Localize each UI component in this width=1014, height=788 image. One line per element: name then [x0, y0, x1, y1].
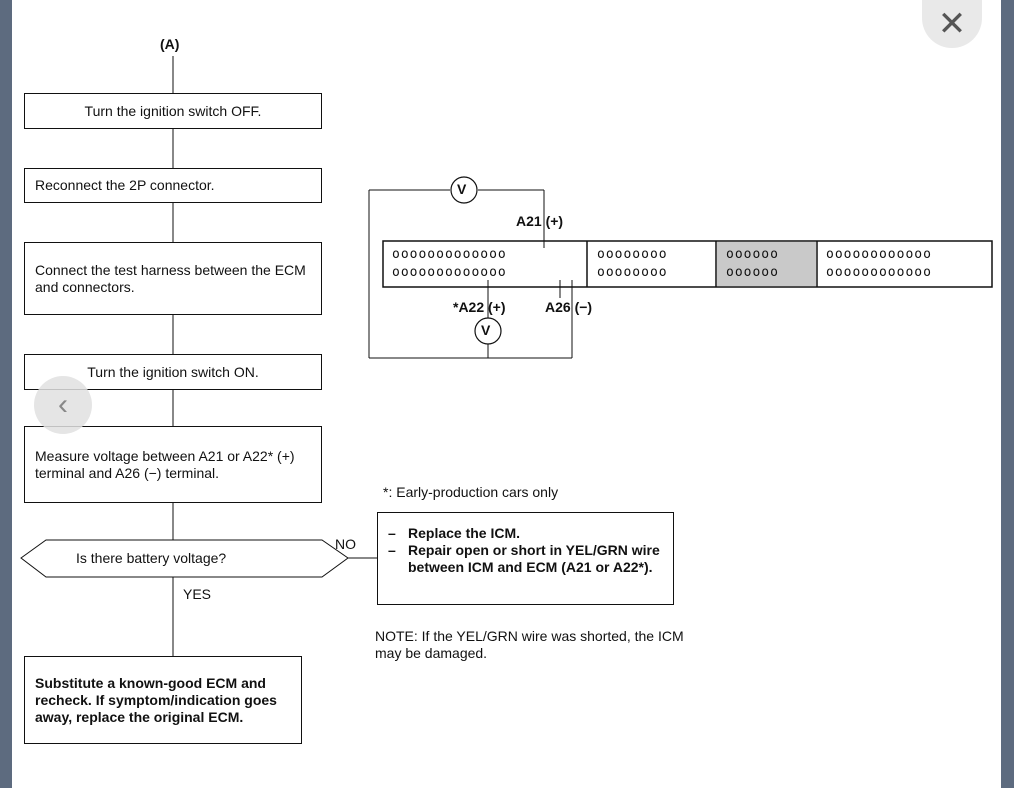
start-label: (A): [160, 36, 180, 52]
no-action-item: –Repair open or short in YEL/GRN wire be…: [388, 542, 660, 575]
label-a21: A21 (+): [516, 213, 564, 229]
close-button[interactable]: ✕: [922, 0, 982, 48]
yes-label: YES: [183, 586, 212, 602]
step-test-harness-text: Connect the test harness between the ECM…: [35, 261, 306, 295]
note-text: NOTE: If the YEL/GRN wire was shorted, t…: [375, 628, 684, 661]
label-a22: *A22 (+): [453, 299, 506, 315]
yes-action-box: Substitute a known-good ECM and recheck.…: [24, 656, 302, 744]
voltmeter-icon: [474, 317, 502, 345]
connector-block-1-row1: ooooooooooooo: [392, 247, 507, 262]
close-icon: ✕: [937, 5, 967, 43]
step-measure-voltage: Measure voltage between A21 or A22* (+) …: [24, 426, 322, 503]
step-ignition-off-text: Turn the ignition switch OFF.: [84, 102, 262, 119]
connector-block-2-row1: oooooooo: [597, 247, 668, 262]
voltmeter-symbol-bottom: V: [481, 322, 491, 338]
decision-text: Is there battery voltage?: [76, 550, 227, 566]
yes-action-text: Substitute a known-good ECM and recheck.…: [35, 674, 277, 725]
ecm-connector: [382, 240, 993, 288]
previous-button[interactable]: ‹: [34, 376, 92, 434]
no-action-box: –Replace the ICM. –Repair open or short …: [377, 512, 674, 605]
step-measure-voltage-text: Measure voltage between A21 or A22* (+) …: [35, 447, 295, 481]
viewer-frame-right: [1001, 0, 1014, 788]
connector-block-2-row2: oooooooo: [597, 265, 668, 280]
voltmeter-icon: [450, 176, 478, 204]
step-reconnect-text: Reconnect the 2P connector.: [35, 177, 215, 193]
connector-block-3-row2: oooooo: [726, 265, 779, 280]
connector-block-1-row2: ooooooooooooo: [392, 265, 507, 280]
footnote: *: Early-production cars only: [383, 484, 559, 500]
voltmeter-symbol-top: V: [457, 181, 467, 197]
chevron-left-icon: ‹: [58, 388, 68, 421]
connector-block-4-row2: oooooooooooo: [826, 265, 932, 280]
connector-shaded-block: [717, 242, 816, 286]
connector-block-3-row1: oooooo: [726, 247, 779, 262]
step-reconnect: Reconnect the 2P connector.: [24, 168, 322, 203]
viewer-frame-left: [0, 0, 12, 788]
step-test-harness: Connect the test harness between the ECM…: [24, 242, 322, 315]
no-label: NO: [335, 536, 356, 552]
connector-block-4-row1: oooooooooooo: [826, 247, 932, 262]
step-ignition-on-text: Turn the ignition switch ON.: [87, 363, 259, 380]
step-ignition-off: Turn the ignition switch OFF.: [24, 93, 322, 129]
no-action-item: –Replace the ICM.: [388, 525, 521, 541]
no-action-list: –Replace the ICM. –Repair open or short …: [388, 525, 663, 576]
label-a26: A26 (−): [545, 299, 593, 315]
